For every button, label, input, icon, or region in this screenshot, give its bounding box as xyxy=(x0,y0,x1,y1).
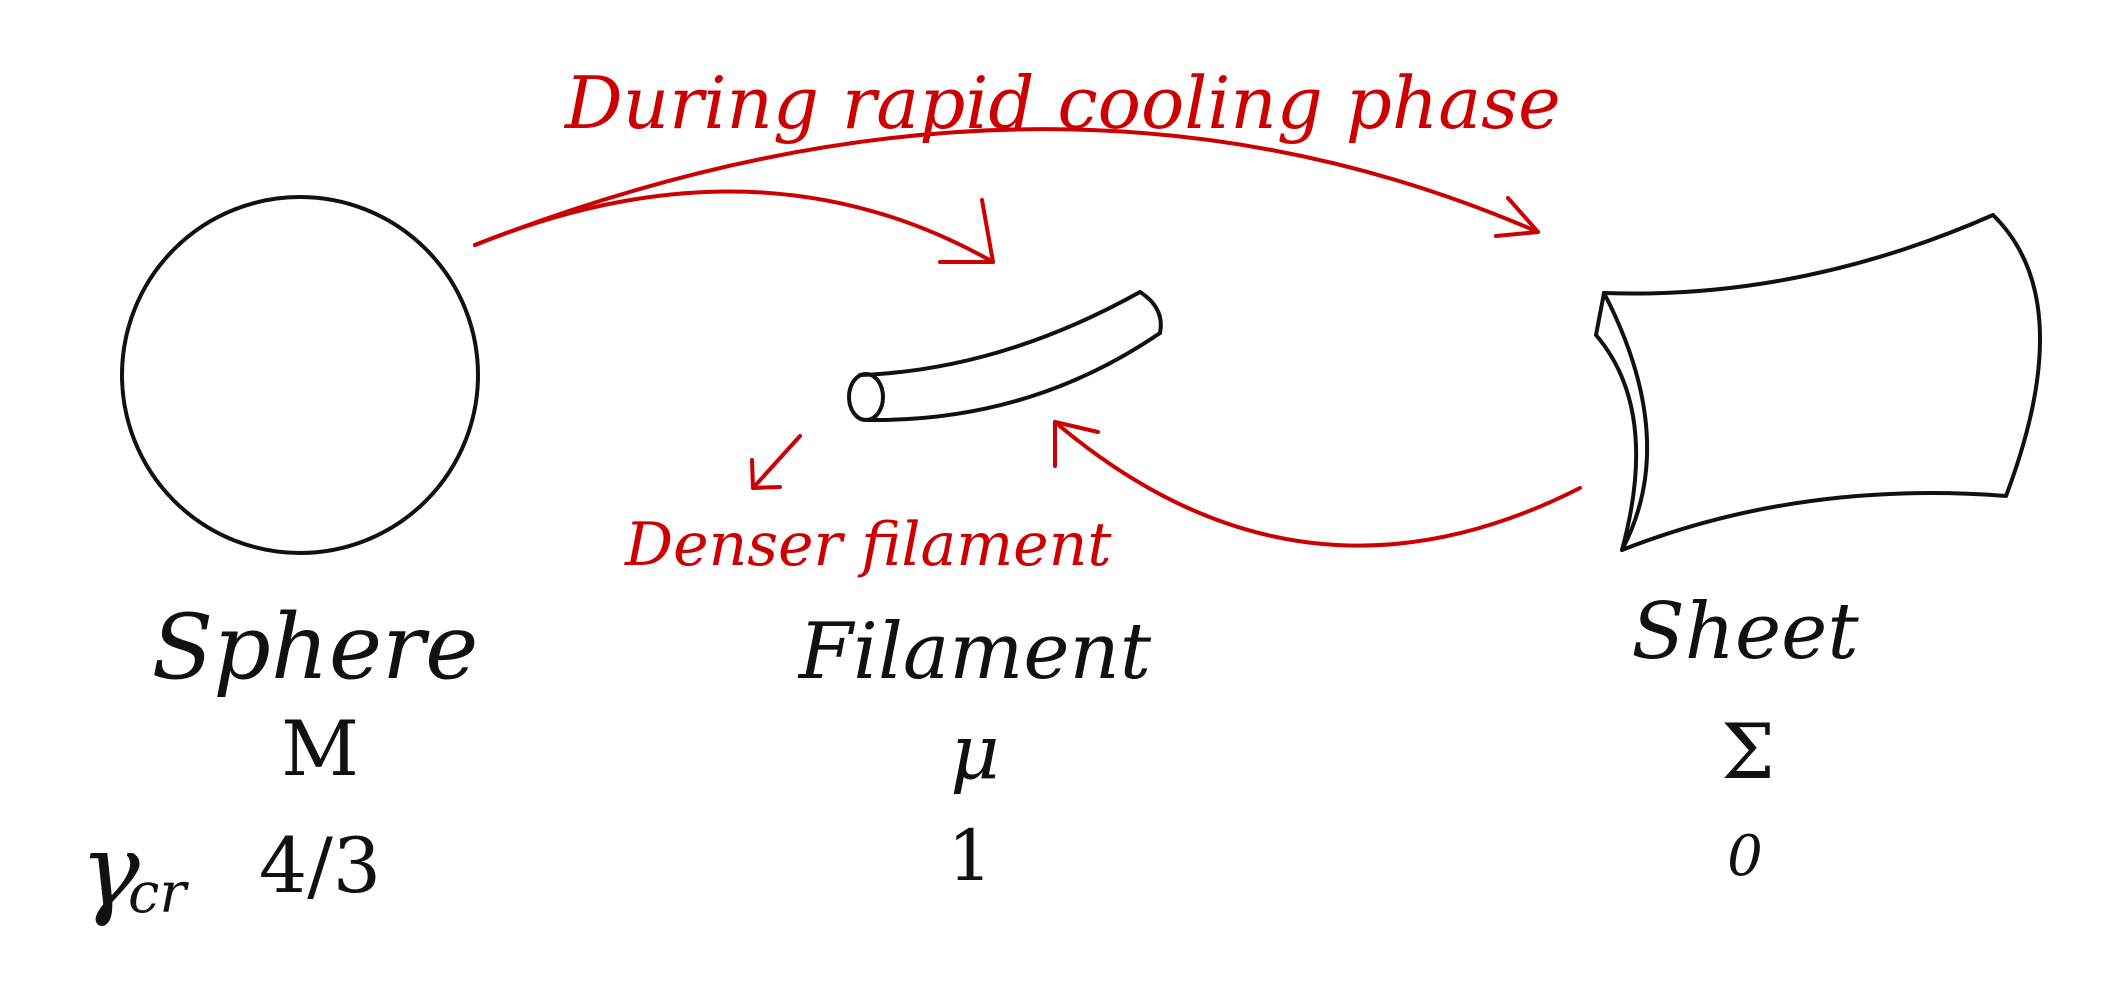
sheet-label: Sheet xyxy=(1631,587,1859,677)
gamma-symbol: γ xyxy=(80,812,140,929)
arrow-sheet-to-filament xyxy=(1053,420,1582,548)
sheet-shape xyxy=(1594,213,2042,552)
sphere-label: Sphere xyxy=(152,595,479,700)
sphere-gamma-cr: 4/3 xyxy=(259,821,381,910)
sheet-symbol: Σ xyxy=(1721,707,1775,796)
filament-symbol: μ xyxy=(950,707,999,796)
top-arrow-label: During rapid cooling phase xyxy=(563,61,1561,145)
gamma-cr-row-label: γ cr xyxy=(80,812,189,929)
sphere-shape xyxy=(120,195,480,555)
sphere-symbol: M xyxy=(281,704,359,793)
denser-filament-label: Denser filament xyxy=(624,510,1112,580)
arrow-denser-filament xyxy=(750,434,802,490)
filament-shape xyxy=(847,290,1163,423)
filament-gamma-cr: 1 xyxy=(948,815,993,897)
arrow-sphere-to-filament xyxy=(473,189,995,264)
filament-label: Filament xyxy=(797,607,1152,697)
gamma-subscript: cr xyxy=(128,861,189,926)
arrow-sphere-to-sheet xyxy=(473,127,1540,247)
sheet-gamma-cr: 0 xyxy=(1727,824,1763,889)
